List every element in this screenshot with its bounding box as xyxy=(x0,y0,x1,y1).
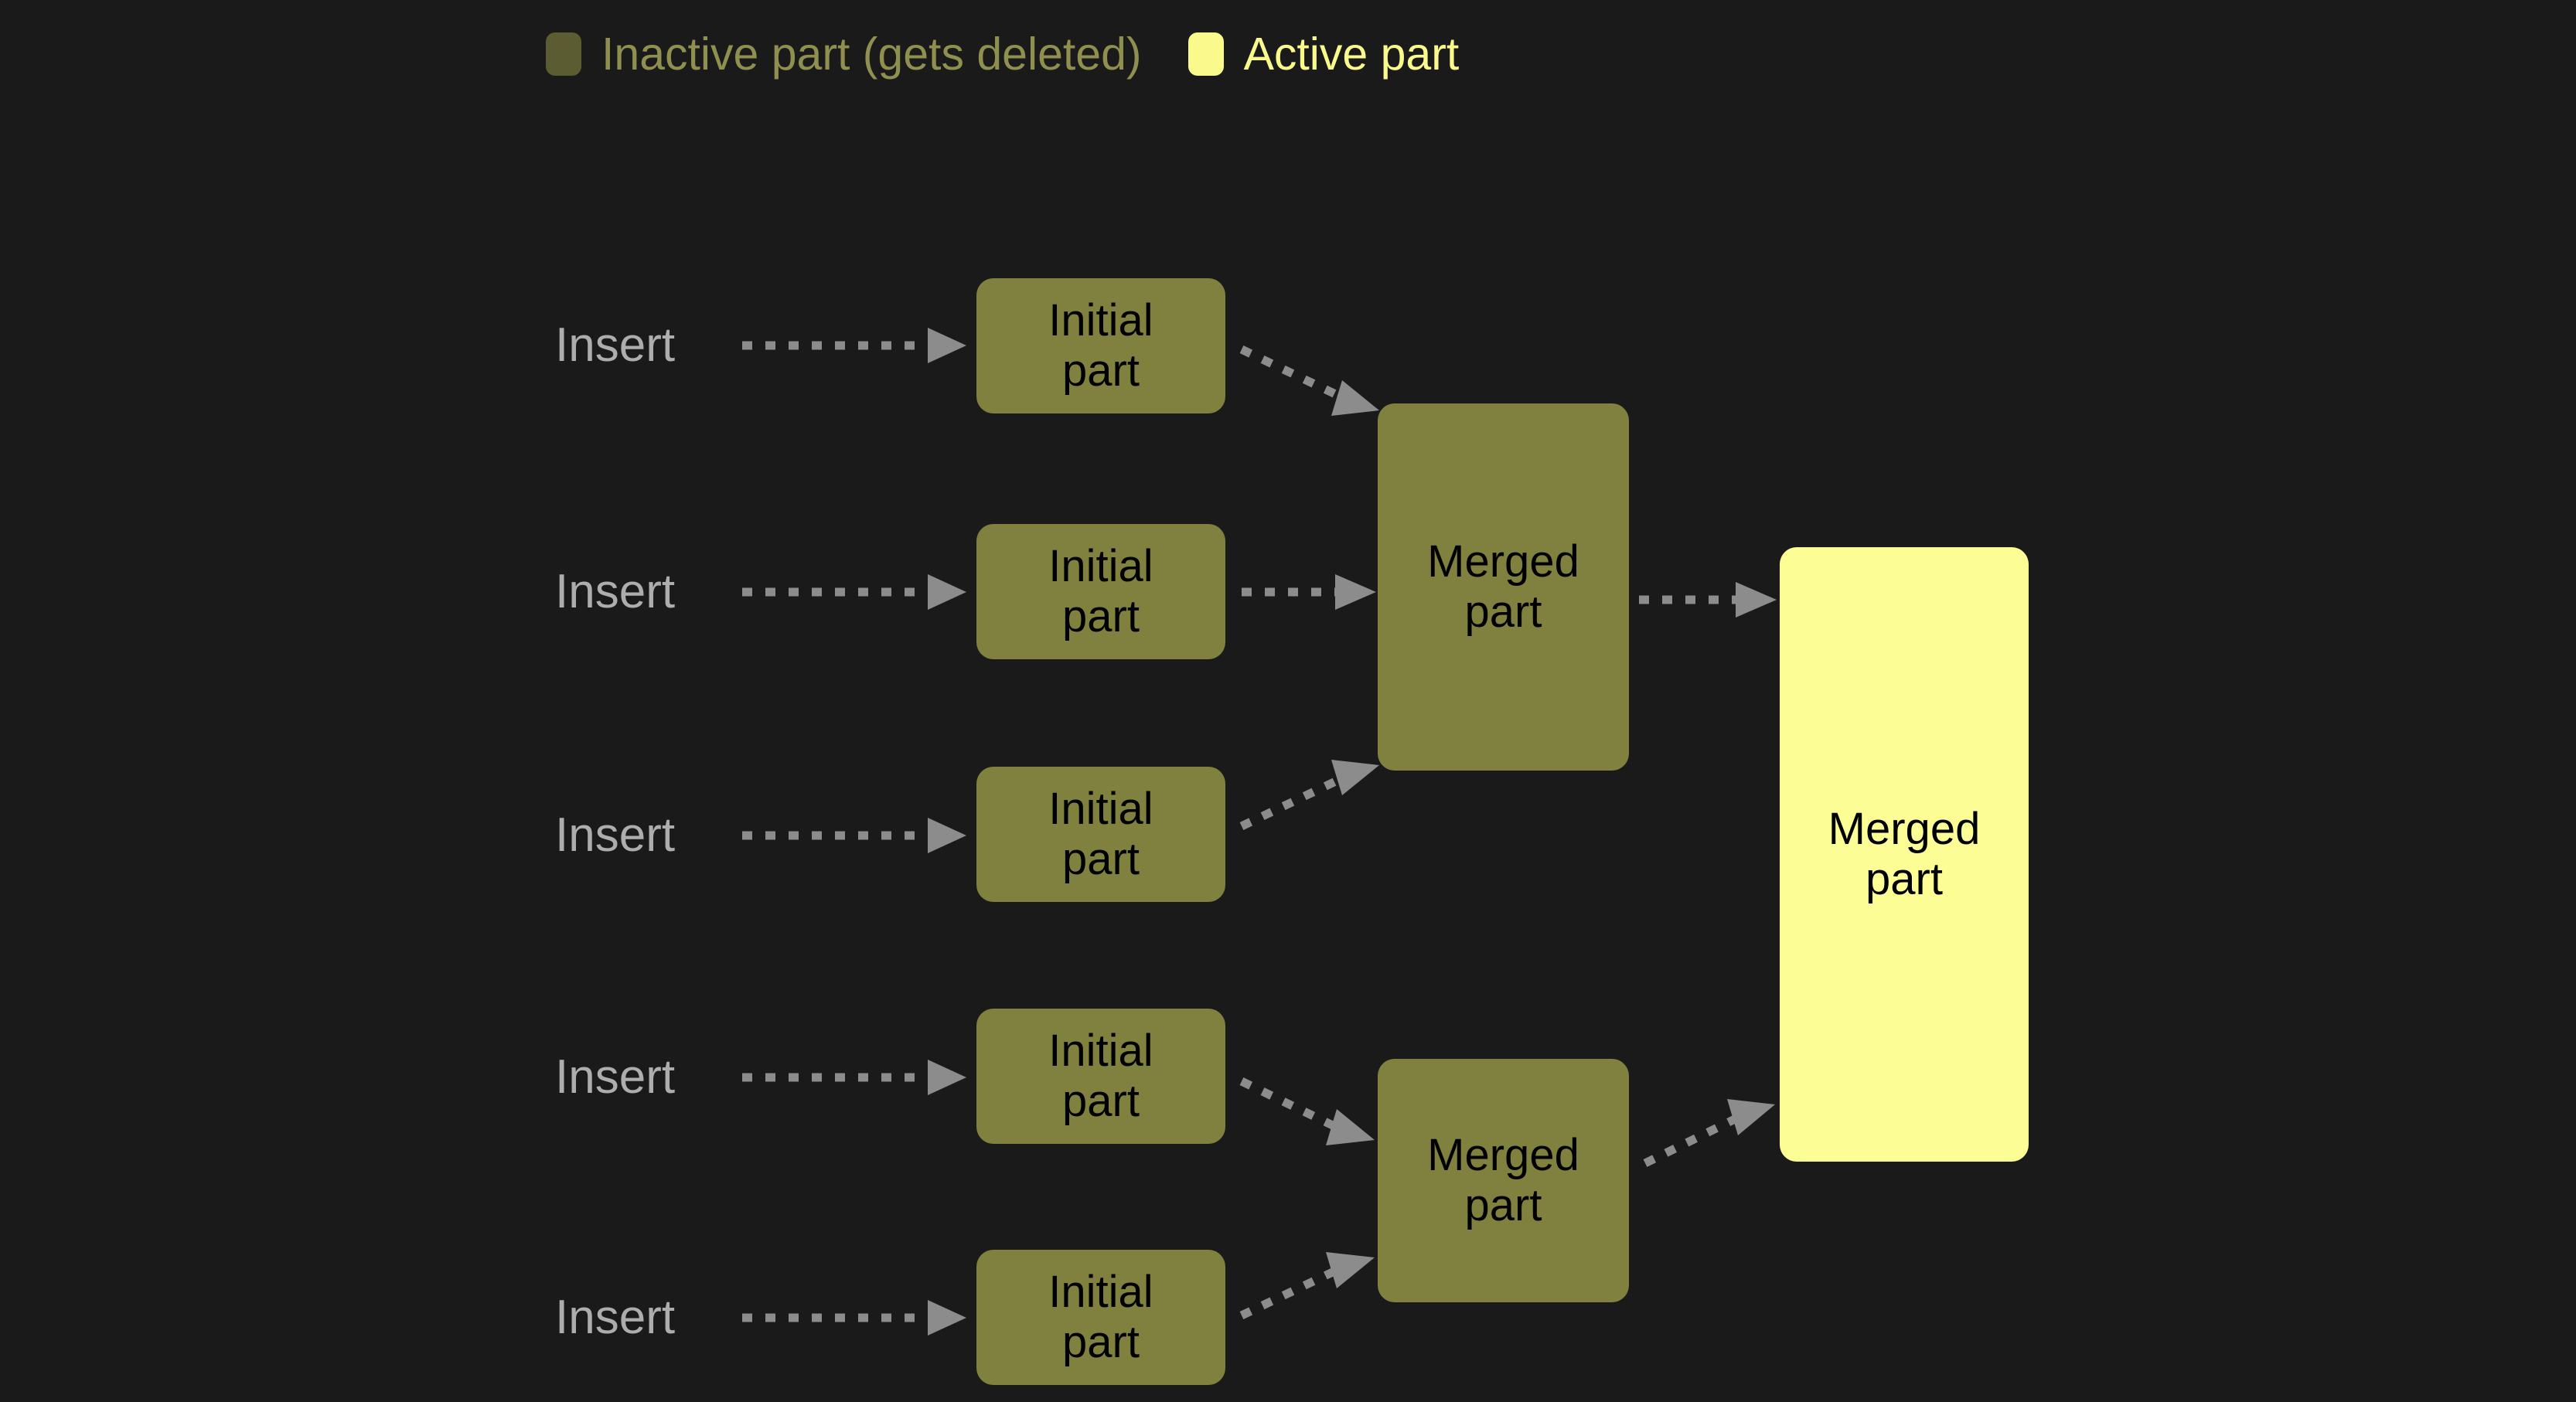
initial-part-node-2[interactable]: Initial part xyxy=(976,524,1225,659)
insert-label-5: Insert xyxy=(555,1291,676,1344)
merged-part-node-1[interactable]: Merged part xyxy=(1378,403,1629,771)
arrow-merged-b-to-final xyxy=(1643,1099,1775,1167)
arrow-insert-to-initial-4 xyxy=(742,1060,966,1095)
insert-label-3: Insert xyxy=(555,808,676,862)
legend-label-inactive: Inactive part (gets deleted) xyxy=(601,28,1142,80)
arrow-merged-a-to-final xyxy=(1639,582,1777,618)
inactive-swatch-icon xyxy=(546,32,581,76)
initial-part-line1: Initial xyxy=(1048,783,1153,834)
active-swatch-icon xyxy=(1187,32,1224,76)
final-merged-part-line2: part xyxy=(1866,853,1943,904)
insert-label-1: Insert xyxy=(555,318,676,372)
merged-part-line2: part xyxy=(1464,1179,1542,1230)
legend-item-inactive: Inactive part (gets deleted) xyxy=(546,28,1142,80)
initial-part-node-5[interactable]: Initial part xyxy=(976,1250,1225,1385)
merged-part-line1: Merged xyxy=(1427,1129,1579,1180)
initial-part-node-4[interactable]: Initial part xyxy=(976,1009,1225,1144)
legend: Inactive part (gets deleted) Active part xyxy=(546,26,1459,82)
arrow-insert-to-initial-2 xyxy=(742,574,966,610)
initial-part-line2: part xyxy=(1062,345,1140,396)
merged-part-line1: Merged xyxy=(1427,536,1579,587)
initial-part-line1: Initial xyxy=(1048,294,1153,345)
arrow-insert-to-initial-5 xyxy=(742,1300,966,1336)
initial-part-line2: part xyxy=(1062,833,1140,884)
arrow-initial4-to-merged-b xyxy=(1239,1077,1375,1145)
arrow-initial2-to-merged-a xyxy=(1242,574,1376,610)
arrow-initial1-to-merged-a xyxy=(1239,345,1379,416)
arrow-insert-to-initial-1 xyxy=(742,328,966,363)
initial-part-line1: Initial xyxy=(1048,1266,1153,1317)
merged-part-line2: part xyxy=(1464,586,1542,637)
initial-part-line1: Initial xyxy=(1048,540,1153,591)
legend-label-active: Active part xyxy=(1243,28,1460,80)
initial-part-node-3[interactable]: Initial part xyxy=(976,767,1225,902)
arrow-insert-to-initial-3 xyxy=(742,818,966,853)
initial-part-line2: part xyxy=(1062,1075,1140,1126)
final-merged-part-node[interactable]: Merged part xyxy=(1780,547,2029,1162)
insert-label-4: Insert xyxy=(555,1050,676,1104)
merged-part-node-2[interactable]: Merged part xyxy=(1378,1059,1629,1302)
initial-part-line2: part xyxy=(1062,1316,1140,1367)
initial-part-node-1[interactable]: Initial part xyxy=(976,278,1225,413)
insert-label-2: Insert xyxy=(555,565,676,618)
final-merged-part-line1: Merged xyxy=(1828,803,1981,854)
initial-part-line2: part xyxy=(1062,590,1140,641)
arrow-initial5-to-merged-b xyxy=(1239,1252,1375,1319)
legend-item-active: Active part xyxy=(1187,28,1460,80)
initial-part-line1: Initial xyxy=(1048,1025,1153,1076)
arrow-initial3-to-merged-a xyxy=(1239,760,1379,830)
